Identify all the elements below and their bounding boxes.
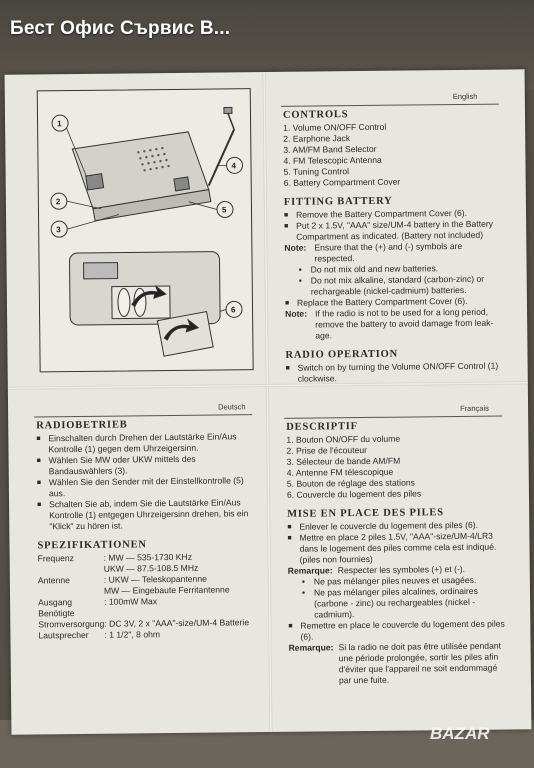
spec-key: [38, 586, 104, 598]
note-label: Remarque:: [288, 642, 334, 653]
spec-key: Ausgang Benötigte: [38, 597, 75, 619]
radiobetrieb-list: Einschalten durch Drehen der Lautstärke …: [36, 431, 253, 532]
note-block: Remarque: Si la radio ne doit pas être u…: [289, 641, 507, 687]
callout-2: 2: [56, 197, 61, 206]
spec-row: Ausgang Benötigte : 100mW Max: [38, 595, 254, 619]
list-item: Wählen Sie MW oder UKW mittels des Banda…: [37, 453, 253, 477]
note-block: Note: If the radio is not to be used for…: [285, 307, 503, 342]
mise-en-place-heading: MISE EN PLACE DES PILES: [287, 507, 444, 520]
note-label: Note:: [285, 308, 308, 319]
list-item: 6. Battery Compartment Cover: [283, 176, 401, 188]
listing-title[interactable]: Бест Офис Сървис В...: [10, 18, 231, 39]
callout-6: 6: [231, 305, 236, 314]
list-item: Replace the Battery Compartment Cover (6…: [285, 296, 503, 309]
english-panel: CONTROLS 1. Volume ON/OFF Control 2. Ear…: [283, 102, 504, 385]
list-item: Do not mix alkaline, standard (carbon-zi…: [299, 274, 503, 298]
radiobetrieb-heading: RADIOBETRIEB: [36, 419, 128, 432]
list-item: Remettre en place le couvercle du logeme…: [288, 619, 506, 643]
fold-line-vertical: [262, 72, 273, 733]
note-text: Ensure that the (+) and (-) symbols are …: [314, 240, 463, 264]
lang-deutsch: Deutsch: [218, 402, 246, 412]
francais-panel: DESCRIPTIF 1. Bouton ON/OFF du volume 2.…: [286, 414, 507, 687]
note-label: Remarque:: [287, 565, 333, 576]
radio-top-view: [71, 106, 236, 222]
spec-row: Lautsprecher : 1 1/2", 8 ohm: [38, 628, 254, 641]
descriptif-list: 1. Bouton ON/OFF du volume 2. Prise de l…: [286, 433, 505, 501]
list-item: Ne pas mélanger piles alcalines, ordinai…: [302, 586, 506, 621]
radio-diagram: 1 2 3 4 5 6: [36, 88, 254, 373]
replace-list: Remettre en place le couvercle du logeme…: [288, 619, 506, 643]
fitting-battery-list: Remove the Battery Compartment Cover (6)…: [284, 208, 502, 243]
note-text: Si la radio ne doit pas être utilisée pe…: [338, 640, 502, 686]
callout-4: 4: [231, 161, 236, 170]
fitting-battery-heading: FITTING BATTERY: [283, 195, 393, 208]
spec-key: Frequenz: [37, 553, 74, 564]
note-label: Note:: [284, 242, 307, 253]
radio-operation-heading: RADIO OPERATION: [285, 348, 399, 361]
deutsch-panel: RADIOBETRIEB Einschalten durch Drehen de…: [36, 412, 254, 641]
spec-value: : 1 1/2", 8 ohm: [104, 629, 161, 640]
spec-key: [38, 564, 104, 576]
list-item: 6. Couvercle du logement des piles: [286, 488, 422, 500]
callout-5: 5: [222, 205, 227, 214]
controls-list: 1. Volume ON/OFF Control 2. Earphone Jac…: [283, 121, 502, 189]
spec-key: Lautsprecher: [38, 629, 89, 641]
list-item: Mettre en place 2 piles 1.5V, "AAA"-size…: [287, 531, 505, 566]
replace-list: Replace the Battery Compartment Cover (6…: [285, 296, 503, 309]
spec-key: Stromversorgung: [38, 618, 105, 630]
site-watermark: BAZAR: [430, 724, 490, 743]
spec-table: Frequenz: MW — 535-1730 KHz UKW — 87.5-1…: [38, 551, 255, 641]
callout-1: 1: [57, 119, 62, 128]
spec-value: : 100mW Max: [104, 596, 158, 607]
radio-back-view: [69, 251, 221, 357]
list-item: Wählen Sie den Sender mit der Einstellko…: [37, 475, 253, 499]
descriptif-heading: DESCRIPTIF: [286, 421, 358, 433]
list-item: Put 2 x 1.5V, "AAA" size/UM-4 battery in…: [284, 219, 502, 243]
spezifikationen-heading: SPEZIFIKATIONEN: [37, 539, 147, 552]
list-item: Switch on by turning the Volume ON/OFF C…: [286, 361, 504, 385]
list-item: Schalten Sie ab, indem Sie die Lautstärk…: [37, 497, 253, 532]
manual-sheet: 1 2 3 4 5 6 English CONTROLS 1. Volume O…: [4, 69, 532, 735]
note-sublist: Ne pas mélanger piles neuves et usagées.…: [288, 575, 506, 621]
note-block: Note: Ensure that the (+) and (-) symbol…: [284, 241, 502, 265]
list-item: Einschalten durch Drehen der Lautstärke …: [36, 431, 252, 455]
lang-francais: Français: [460, 403, 489, 413]
mise-en-place-list: Enlever le couvercle du logement des pil…: [287, 520, 505, 566]
note-sublist: Do not mix old and new batteries. Do not…: [285, 263, 503, 298]
note-text: If the radio is not to be used for a lon…: [315, 306, 494, 341]
radio-diagram-svg: 1 2 3 4 5 6: [50, 106, 244, 357]
spec-key: Antenne: [37, 575, 70, 586]
lang-english: English: [452, 91, 478, 102]
controls-heading: CONTROLS: [282, 109, 349, 121]
radio-operation-list: Switch on by turning the Volume ON/OFF C…: [286, 361, 504, 385]
callout-3: 3: [56, 225, 61, 234]
